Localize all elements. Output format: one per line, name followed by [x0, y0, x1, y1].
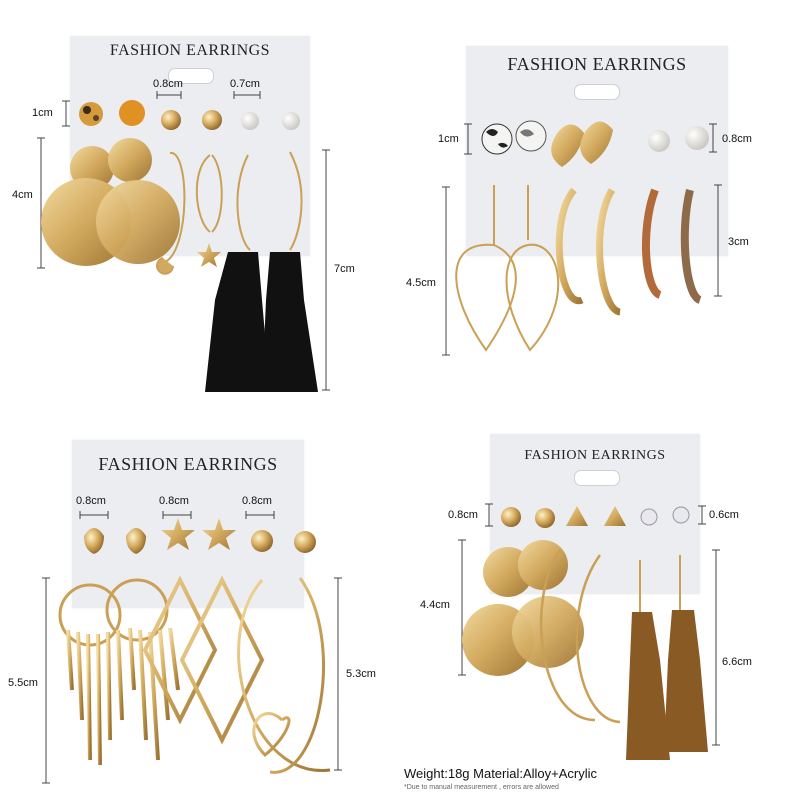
card1-disc-earrings — [41, 138, 180, 266]
hang-hole — [168, 68, 214, 84]
dim-label: 0.8cm — [448, 509, 478, 521]
dim-label: 0.8cm — [722, 133, 752, 145]
dim-label: 3cm — [728, 236, 749, 248]
measurement-lines — [37, 91, 722, 784]
card1-tassel-hoops — [236, 151, 303, 251]
dim-label: 0.8cm — [153, 78, 183, 90]
dim-label: 7cm — [334, 263, 355, 275]
card3-fringe — [66, 627, 180, 766]
card4-studs — [501, 506, 690, 528]
card4-disc-earrings — [462, 540, 584, 676]
dim-label: 4.4cm — [420, 599, 450, 611]
card1-star — [197, 243, 221, 267]
card2-acrylic-hoops — [642, 188, 703, 304]
dim-label: 0.8cm — [76, 495, 106, 507]
card3-rhombus-earrings — [142, 575, 265, 745]
dim-label: 6.6cm — [722, 656, 752, 668]
dim-label: 4cm — [12, 189, 33, 201]
dim-label: 0.8cm — [159, 495, 189, 507]
card-title: FASHION EARRINGS — [98, 454, 278, 474]
dim-label: 5.5cm — [8, 677, 38, 689]
dim-label: 0.7cm — [230, 78, 260, 90]
card-title: FASHION EARRINGS — [109, 42, 271, 59]
card1-studs — [79, 100, 300, 130]
card2-gold-hoops — [555, 187, 622, 316]
card4-brown-tassels — [626, 610, 708, 760]
card2-heart-earrings — [455, 185, 560, 352]
card-title: FASHION EARRINGS — [524, 448, 666, 463]
card-title: FASHION EARRINGS — [507, 54, 687, 74]
product-specs: Weight:18g Material:Alloy+Acrylic — [404, 766, 598, 781]
dim-label: 0.8cm — [242, 495, 272, 507]
dim-label: 0.6cm — [709, 509, 739, 521]
dim-label: 1cm — [438, 133, 459, 145]
dim-label: 1cm — [32, 107, 53, 119]
card1-hoops — [156, 152, 223, 275]
card4-hooks — [639, 555, 681, 615]
card2-studs — [481, 120, 709, 167]
card4-large-hoops — [539, 549, 621, 724]
card3-studs — [84, 518, 316, 554]
measurement-note: *Due to manual measurement , errors are … — [404, 784, 559, 791]
dim-label: 5.3cm — [346, 668, 376, 680]
card3-heart-hoops — [237, 577, 331, 774]
hang-hole — [574, 84, 620, 100]
card1-black-tassels — [205, 252, 318, 392]
hang-hole — [574, 470, 620, 486]
dim-label: 4.5cm — [406, 277, 436, 289]
earring-card-3: FASHION EARRINGS — [72, 440, 304, 608]
